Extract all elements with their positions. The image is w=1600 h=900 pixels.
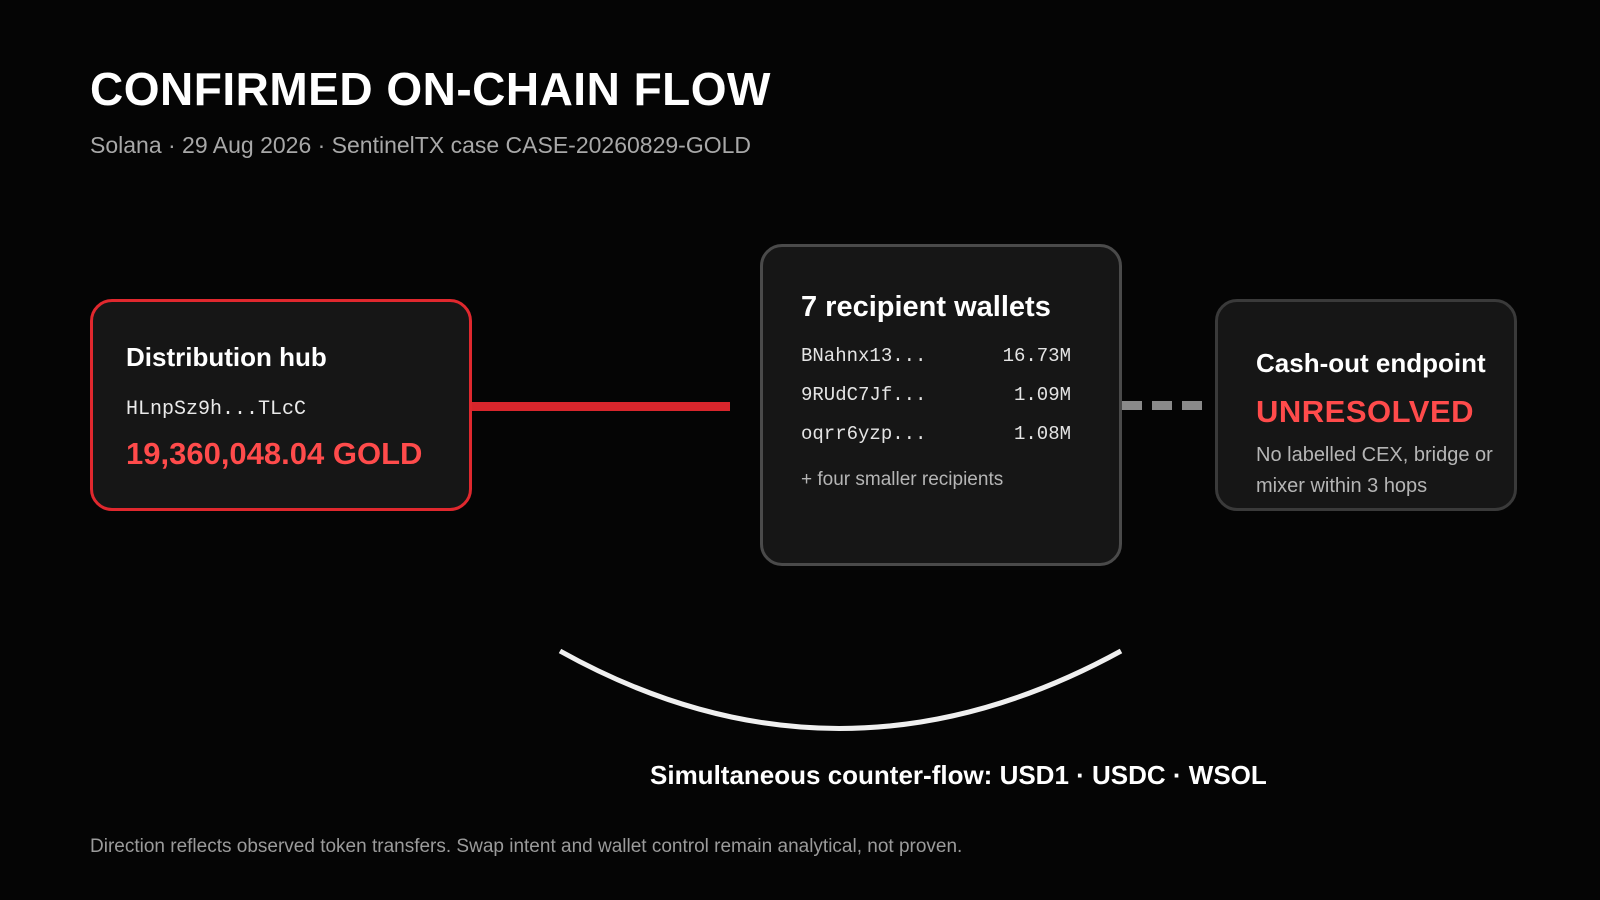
hub-address: HLnpSz9h...TLcC [126, 398, 307, 421]
wallet-row: BNahnx13... 16.73M [801, 345, 1071, 433]
counter-flow-label: Simultaneous counter-flow: USD1 · USDC ·… [650, 760, 1267, 790]
wallet-row: 9RUdC7Jf... 1.09M [801, 384, 1071, 472]
page-title: CONFIRMED ON-CHAIN FLOW [90, 63, 771, 115]
wallet-address: oqrr6yzp... [801, 423, 927, 445]
page-subtitle: Solana · 29 Aug 2026 · SentinelTX case C… [90, 132, 752, 158]
wallet-amount: 16.73M [1002, 345, 1071, 367]
cashout-endpoint-node: Cash-out endpoint UNRESOLVED No labelled… [1215, 299, 1517, 511]
wallet-address: 9RUdC7Jf... [801, 384, 927, 406]
footnote: Direction reflects observed token transf… [90, 836, 963, 857]
recipient-wallets-node: 7 recipient wallets BNahnx13... 16.73M 9… [760, 244, 1122, 566]
dashed-connector-segment [1122, 401, 1142, 410]
distribution-hub-node: Distribution hub HLnpSz9h...TLcC 19,360,… [90, 299, 472, 511]
dashed-connector-segment [1182, 401, 1202, 410]
cashout-status: UNRESOLVED [1256, 394, 1475, 429]
cashout-title: Cash-out endpoint [1256, 348, 1486, 378]
hub-amount: 19,360,048.04 GOLD [126, 436, 423, 471]
wallet-address: BNahnx13... [801, 345, 927, 367]
hub-title: Distribution hub [126, 342, 327, 372]
more-recipients-note: + four smaller recipients [801, 469, 1004, 490]
cashout-note: No labelled CEX, bridge or mixer within … [1256, 444, 1493, 497]
wallet-row: oqrr6yzp... 1.08M [801, 423, 1071, 511]
recipients-title: 7 recipient wallets [801, 291, 1051, 323]
wallet-amount: 1.09M [1013, 384, 1071, 406]
wallet-amount: 1.08M [1013, 423, 1071, 445]
dashed-connector-segment [1152, 401, 1172, 410]
hub-to-recipients-connector [472, 402, 730, 411]
